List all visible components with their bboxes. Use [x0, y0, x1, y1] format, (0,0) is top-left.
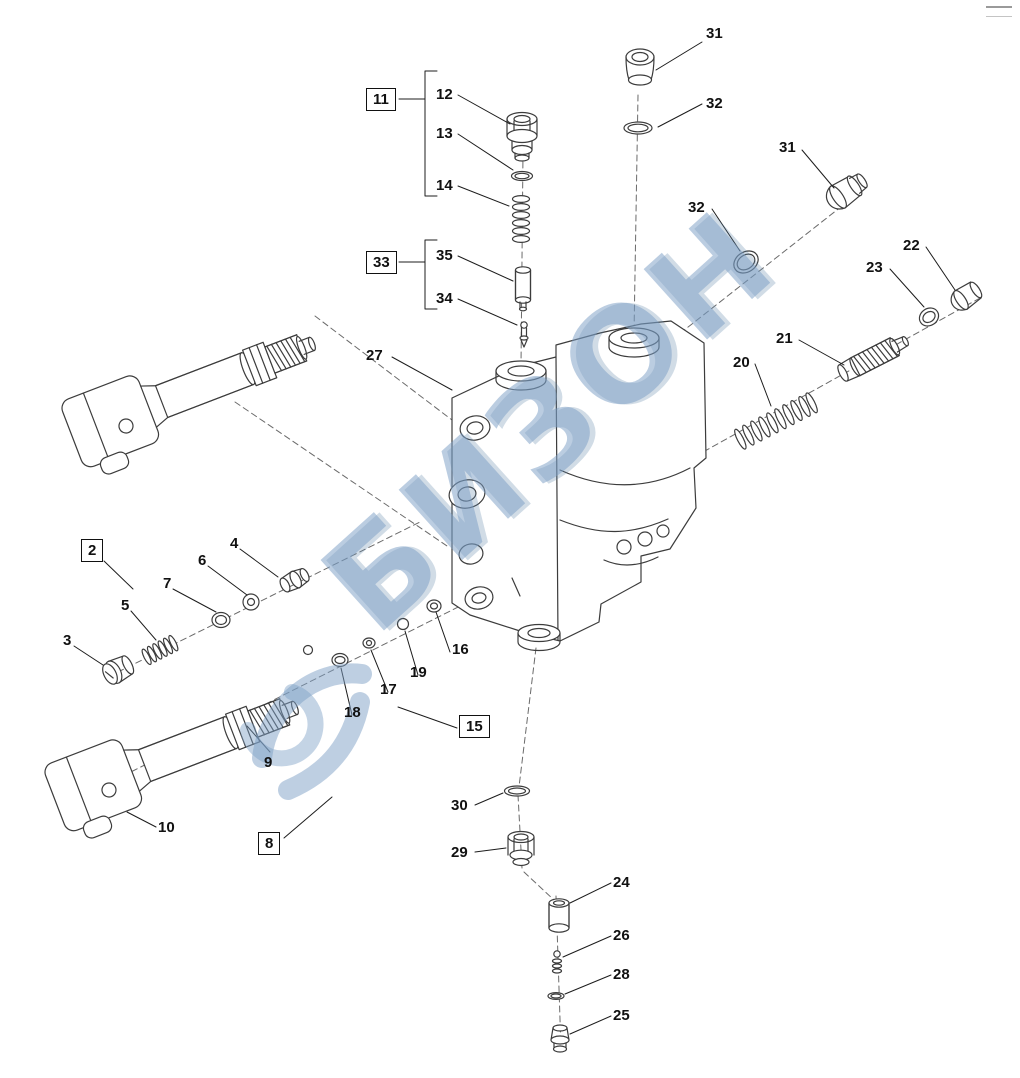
- adjusting-screw-item-21: [837, 336, 909, 382]
- callout-28: 28: [613, 966, 630, 983]
- callout-5: 5: [121, 597, 130, 614]
- ball-item-19: [396, 617, 410, 631]
- seat-item-17: [362, 637, 376, 649]
- callout-6: 6: [198, 552, 207, 569]
- o-ring-item-18: [331, 652, 349, 668]
- poppet-item-35: [514, 266, 532, 312]
- callout-13: 13: [436, 125, 453, 142]
- callout-30: 30: [451, 797, 468, 814]
- callout-25: 25: [613, 1007, 630, 1024]
- spring-item-14: [511, 195, 531, 244]
- plug-item-25: [550, 1024, 570, 1053]
- callout-21: 21: [776, 330, 793, 347]
- callout-29: 29: [451, 844, 468, 861]
- plug-item-22: [950, 281, 983, 311]
- callout-24: 24: [613, 874, 630, 891]
- o-ring-item-23: [918, 307, 940, 327]
- spring-item-20: [734, 392, 818, 450]
- callout-18: 18: [344, 704, 361, 721]
- plug-item-31-right: [825, 173, 868, 210]
- o-ring-item-28: [547, 991, 565, 1000]
- callout-3: 3: [63, 632, 72, 649]
- callout-group-11: 11: [366, 88, 396, 111]
- callout-32-right: 32: [688, 199, 705, 216]
- plug-item-31-top: [625, 48, 655, 86]
- callout-4: 4: [230, 535, 239, 552]
- spring-item-5: [141, 634, 179, 666]
- hex-plug-item-29: [507, 830, 535, 867]
- callout-12: 12: [436, 86, 453, 103]
- callout-27: 27: [366, 347, 383, 364]
- callout-19: 19: [410, 664, 427, 681]
- callout-31-right: 31: [779, 139, 796, 156]
- callout-16: 16: [452, 641, 469, 658]
- leader-lines: [73, 41, 956, 1035]
- detent-spring-item-26: [551, 950, 563, 974]
- detent-plunger-item-24: [548, 898, 570, 933]
- bushing-item-6: [242, 593, 260, 611]
- callout-20: 20: [733, 354, 750, 371]
- fitting-item-4: [279, 567, 310, 593]
- o-ring-item-13: [510, 170, 534, 182]
- o-ring-item-7: [211, 611, 231, 629]
- callout-group-33: 33: [366, 251, 397, 274]
- solenoid-cartridge-lower: [44, 698, 299, 839]
- sleeve-item-16: [426, 599, 442, 613]
- callout-14: 14: [436, 177, 453, 194]
- o-ring-item-30: [503, 785, 531, 797]
- callout-group-2: 2: [81, 539, 104, 562]
- callout-23: 23: [866, 259, 883, 276]
- pin-item-34: [519, 321, 529, 348]
- o-ring-item-32-top: [623, 121, 653, 135]
- callout-34: 34: [436, 290, 453, 307]
- callout-31-top: 31: [706, 25, 723, 42]
- callout-32-top: 32: [706, 95, 723, 112]
- callout-7: 7: [163, 575, 172, 592]
- callout-17: 17: [380, 681, 397, 698]
- callout-group-8: 8: [258, 832, 281, 855]
- callout-group-15: 15: [459, 715, 490, 738]
- valve-body: [448, 320, 707, 652]
- o-ring-item-32-right: [733, 250, 759, 274]
- hex-plug-item-12: [506, 111, 538, 162]
- callout-35: 35: [436, 247, 453, 264]
- callout-26: 26: [613, 927, 630, 944]
- solenoid-cartridge-upper: [61, 334, 316, 475]
- plug-item-3: [102, 655, 135, 685]
- callout-9: 9: [264, 754, 273, 771]
- callout-22: 22: [903, 237, 920, 254]
- corner-marking: [986, 6, 1012, 17]
- ball-item-18-extra: [302, 644, 314, 656]
- callout-10: 10: [158, 819, 175, 836]
